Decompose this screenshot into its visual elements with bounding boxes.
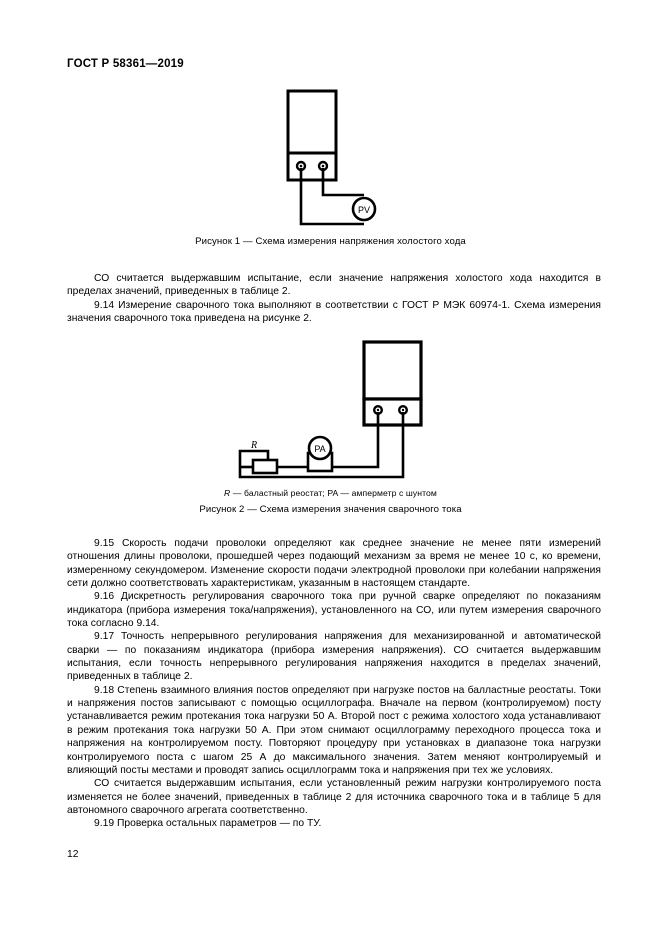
page-number: 12: [67, 849, 79, 860]
figure-2-block: PA R R — баластный реостат; PA — амперме…: [0, 338, 661, 515]
page-header-standard-number: ГОСТ Р 58361—2019: [67, 58, 184, 70]
power-source-upper-body: [361, 340, 423, 401]
legend-symbol-pa: PA: [327, 488, 338, 498]
text-block-1: СО считается выдержавшим испытание, если…: [67, 272, 601, 325]
paragraph-so-schitaetsya-1: СО считается выдержавшим испытание, если…: [67, 273, 601, 298]
ammeter-label: PA: [314, 444, 325, 454]
legend-text-ammeter: — амперметр с шунтом: [337, 488, 437, 498]
rheostat-label: R: [249, 440, 256, 451]
terminal-left-dot: [299, 164, 302, 168]
wire-left-terminal-to-voltmeter: [299, 168, 364, 226]
figure-2-diagram: PA R: [228, 338, 434, 484]
legend-symbol-r: R: [224, 488, 231, 498]
paragraph-so-schitaetsya-2: СО считается выдержавшим испытания, если…: [67, 778, 601, 816]
paragraph-9-16: 9.16 Дискретность регулирования сварочно…: [67, 591, 601, 630]
text-block-2: 9.15 Скорость подачи проволоки определяю…: [67, 537, 601, 831]
rheostat-tap-arm: [238, 449, 269, 467]
paragraph-9-19: 9.19 Проверка остальных параметров — по …: [94, 818, 322, 830]
wire-right-terminal-to-voltmeter: [321, 168, 364, 197]
legend-text-rheostat: — баластный реостат;: [230, 488, 328, 498]
power-source-terminal-panel: [361, 397, 423, 427]
power-source-upper-body: [286, 89, 337, 155]
figure-2-svg: PA R: [238, 340, 423, 479]
figure-2-legend: R — баластный реостат; PA — амперметр с …: [0, 488, 661, 498]
rheostat-body: [251, 458, 278, 475]
voltmeter-label: PV: [357, 205, 369, 215]
figure-1-block: PV Рисунок 1 — Схема измерения напряжени…: [0, 88, 661, 247]
power-source-terminal-panel: [286, 151, 337, 182]
terminal-right-dot: [401, 408, 404, 412]
paragraph-9-14: 9.14 Измерение сварочного тока выполняют…: [67, 299, 601, 325]
figure-1-diagram: PV: [271, 88, 391, 230]
paragraph-9-15: 9.15 Скорость подачи проволоки определяю…: [67, 538, 601, 590]
paragraph-9-17: 9.17 Точность непрерывного регулирования…: [67, 631, 601, 683]
terminal-right-dot: [321, 164, 324, 168]
wire-right-terminal-bottom-rail: [238, 412, 404, 479]
ammeter-symbol: [307, 435, 332, 461]
terminal-left-dot: [376, 408, 379, 412]
wire-left-terminal-to-ammeter: [331, 412, 379, 469]
figure-1-svg: PV: [286, 89, 376, 226]
figure-1-caption: Рисунок 1 — Схема измерения напряжения х…: [195, 236, 466, 247]
voltmeter-symbol: [351, 196, 376, 222]
figure-2-caption: Рисунок 2 — Схема измерения значения сва…: [199, 504, 462, 515]
paragraph-9-18: 9.18 Степень взаимного влияния постов оп…: [67, 684, 601, 776]
